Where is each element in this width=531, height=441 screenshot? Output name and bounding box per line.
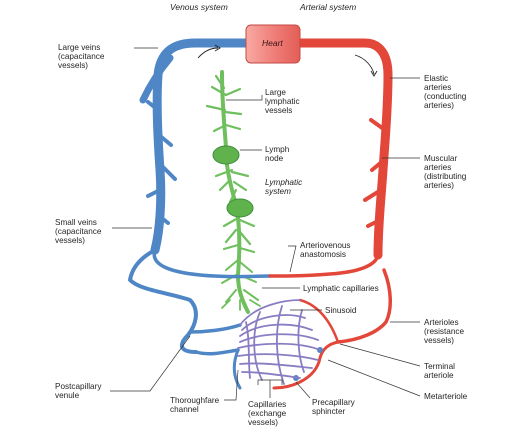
postcapillary-venule xyxy=(188,323,242,356)
large-vein-branch xyxy=(139,54,174,104)
label-elastic-arteries: Elastic arteries (conducting arteries) xyxy=(424,74,467,110)
arterial-system xyxy=(268,38,393,390)
arterial-system-header: Arterial system xyxy=(300,2,357,12)
label-metarteriole: Metarteriole xyxy=(424,392,468,401)
label-lymph-node: Lymph node xyxy=(265,145,290,163)
label-sinusoid: Sinusoid xyxy=(325,306,357,315)
label-precapillary-sphincter: Precapillary sphincter xyxy=(312,398,355,416)
arteriole xyxy=(336,268,392,344)
label-capillaries: Capillaries (exchange vessels) xyxy=(248,400,287,427)
venous-flow-arrow xyxy=(197,47,219,59)
label-arteriovenous-anastomosis: Arteriovenous anastomosis xyxy=(300,241,351,259)
label-postcapillary-venule: Postcapillary venule xyxy=(55,382,102,400)
arterial-flow-arrow xyxy=(354,54,375,75)
large-vein-main xyxy=(150,38,251,255)
venous-system xyxy=(128,38,272,390)
label-lymphatic-system: Lymphatic system xyxy=(265,178,303,196)
label-lymphatic-capillaries: Lymphatic capillaries xyxy=(303,284,379,293)
lymph-node-2 xyxy=(226,198,254,218)
thoroughfare-channel-vein xyxy=(232,348,242,390)
label-small-veins: Small veins (capacitance vessels) xyxy=(55,218,102,245)
arteriovenous-anastomosis-vein xyxy=(152,248,272,279)
label-arterioles: Arterioles (resistance vessels) xyxy=(424,318,465,345)
terminal-arteriole xyxy=(272,340,340,390)
heart-shape xyxy=(245,24,301,64)
lymph-node-1 xyxy=(212,145,240,165)
muscular-artery xyxy=(268,253,380,278)
venous-system-header: Venous system xyxy=(170,2,228,12)
label-muscular-arteries: Muscular arteries (distributing arteries… xyxy=(424,154,467,190)
label-terminal-arteriole: Terminal arteriole xyxy=(424,362,455,380)
small-vein xyxy=(128,248,198,354)
leader-lines xyxy=(110,47,421,401)
metarteriole xyxy=(298,298,340,344)
capillary-bed xyxy=(237,299,321,385)
label-thoroughfare-channel: Thoroughfare channel xyxy=(170,396,220,414)
label-large-veins: Large veins (capacitance vessels) xyxy=(58,43,105,70)
label-large-lymphatic-vessels: Large lymphatic vessels xyxy=(265,88,300,115)
heart-label: Heart xyxy=(262,38,283,48)
